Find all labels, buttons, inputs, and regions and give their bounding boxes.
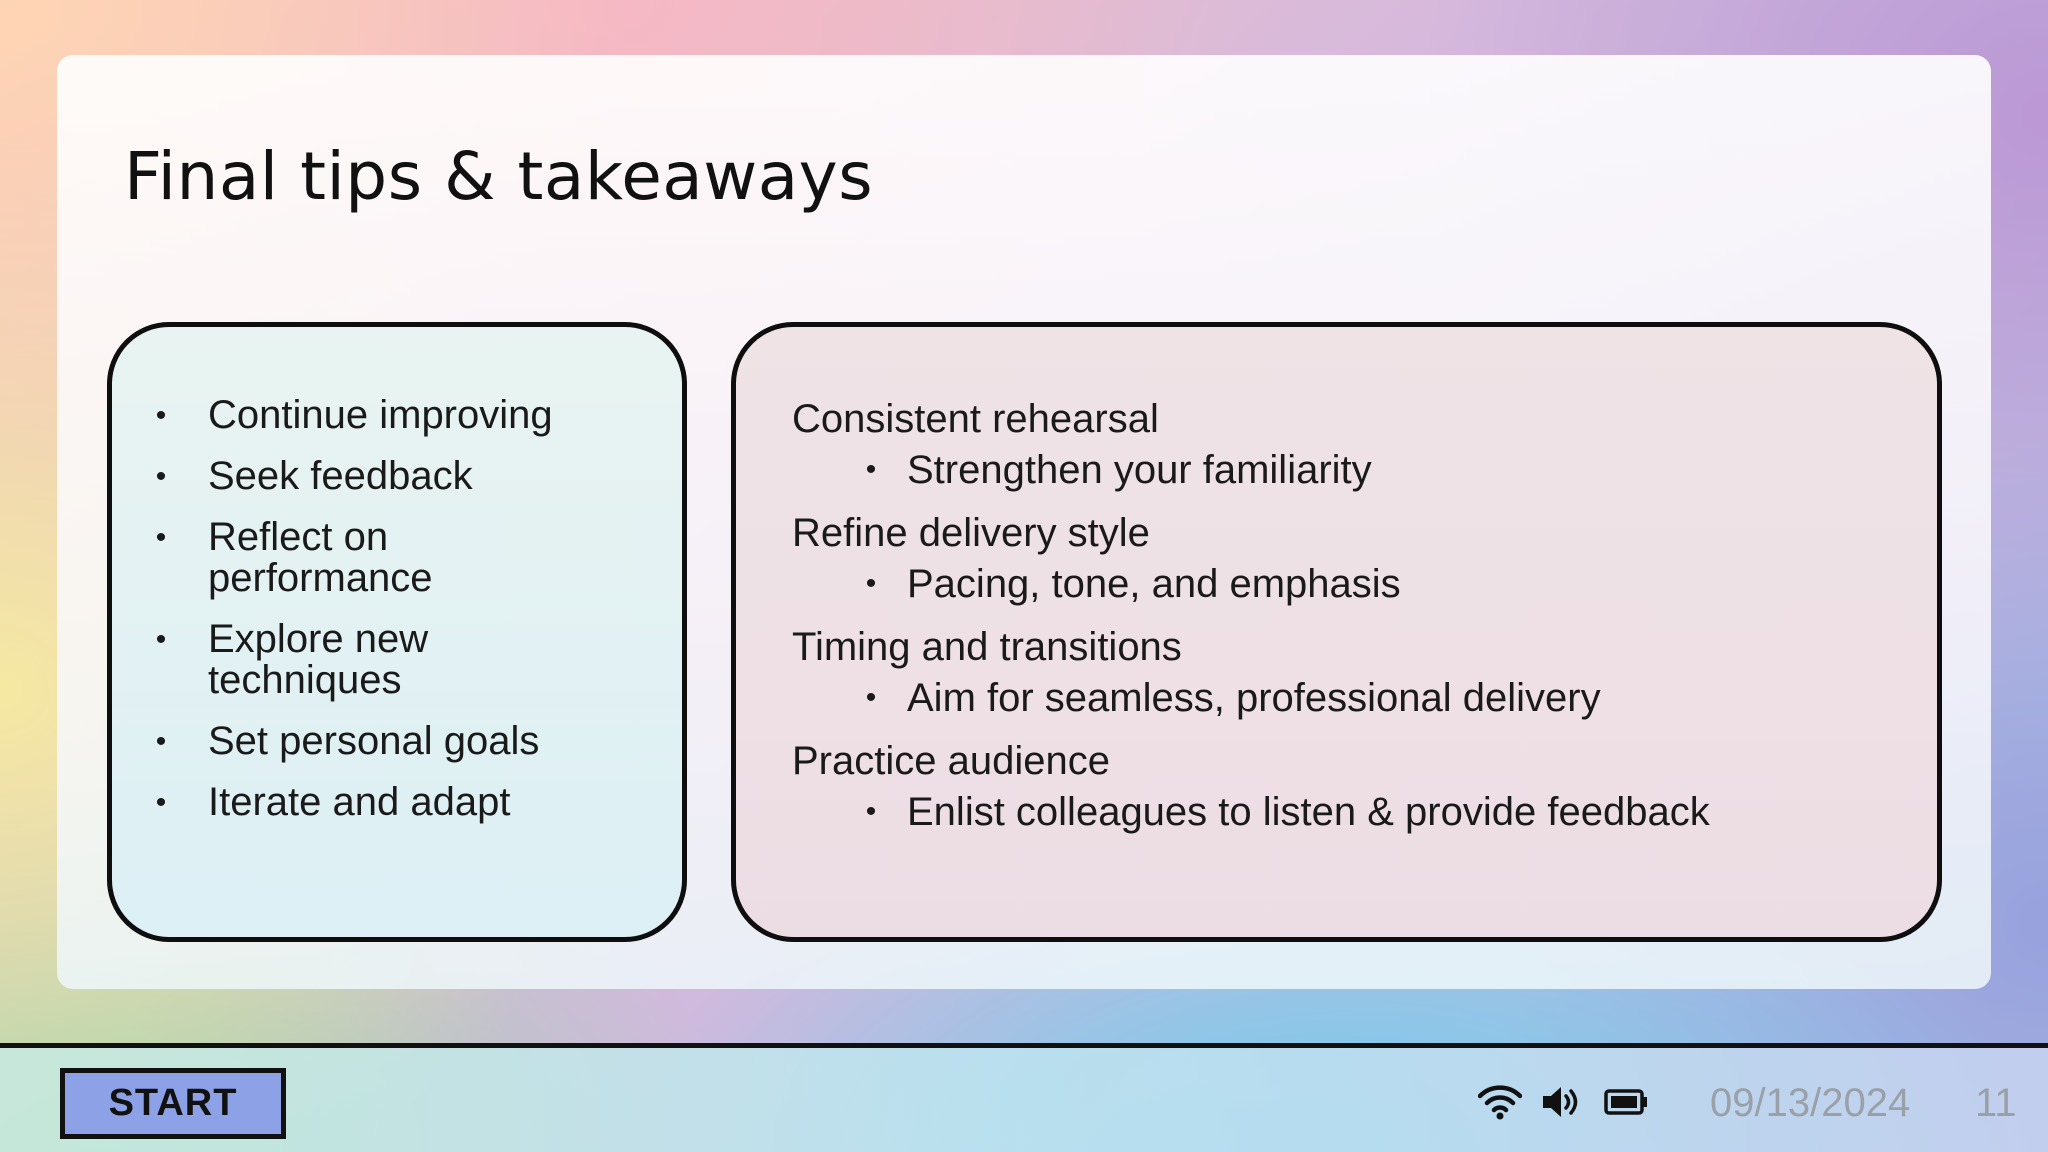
list-item-text-continued: performance (208, 556, 433, 600)
list-item-text: Continue improving (208, 393, 553, 437)
volume-icon[interactable] (1540, 1084, 1584, 1124)
topic-detail-text: Strengthen your familiarity (907, 448, 1372, 492)
topic-detail: • Pacing, tone, and emphasis (792, 561, 1892, 607)
topic-item: Refine delivery style • Pacing, tone, an… (792, 511, 1892, 607)
slide-title: Final tips & takeaways (124, 138, 874, 215)
bullet-icon: • (155, 623, 167, 656)
bullet-icon: • (865, 453, 877, 486)
topic-heading: Timing and transitions (792, 625, 1182, 669)
bullet-icon: • (155, 460, 167, 493)
topic-heading: Consistent rehearsal (792, 397, 1159, 441)
takeaways-list: • Continue improving • Seek feedback • R… (154, 395, 654, 843)
list-item: • Seek feedback (154, 456, 654, 497)
list-item-text: Explore new (208, 617, 429, 661)
topic-detail: • Aim for seamless, professional deliver… (792, 675, 1892, 721)
list-item-text-continued: techniques (208, 658, 402, 702)
page-number: 11 (1975, 1081, 2017, 1125)
list-item: • Continue improving (154, 395, 654, 436)
battery-icon[interactable] (1604, 1088, 1648, 1120)
bullet-icon: • (865, 567, 877, 600)
start-button[interactable]: START (60, 1068, 286, 1139)
list-item: • Iterate and adapt (154, 782, 654, 823)
bullet-icon: • (155, 521, 167, 554)
bullet-icon: • (865, 795, 877, 828)
practice-panel: Consistent rehearsal • Strengthen your f… (731, 322, 1942, 942)
topic-item: Practice audience • Enlist colleagues to… (792, 739, 1892, 835)
bullet-icon: • (155, 786, 167, 819)
topic-detail: • Enlist colleagues to listen & provide … (792, 789, 1892, 835)
bullet-icon: • (155, 725, 167, 758)
wifi-icon[interactable] (1477, 1084, 1523, 1124)
list-item-text: Seek feedback (208, 454, 473, 498)
topic-heading: Refine delivery style (792, 511, 1150, 555)
bullet-icon: • (155, 399, 167, 432)
topic-detail: • Strengthen your familiarity (792, 447, 1892, 493)
topic-detail-text: Enlist colleagues to listen & provide fe… (907, 790, 1710, 834)
list-item: • Explore new techniques (154, 619, 654, 701)
date-label: 09/13/2024 (1710, 1081, 1911, 1125)
list-item-text: Iterate and adapt (208, 780, 511, 824)
list-item-text: Reflect on (208, 515, 389, 559)
list-item-text: Set personal goals (208, 719, 540, 763)
topic-detail-text: Aim for seamless, professional delivery (907, 676, 1601, 720)
topic-heading: Practice audience (792, 739, 1110, 783)
taskbar: START 09/13/2024 11 (0, 1043, 2048, 1152)
topic-item: Timing and transitions • Aim for seamles… (792, 625, 1892, 721)
topic-list: Consistent rehearsal • Strengthen your f… (792, 397, 1892, 853)
list-item: • Set personal goals (154, 721, 654, 762)
list-item: • Reflect on performance (154, 517, 654, 599)
topic-detail-text: Pacing, tone, and emphasis (907, 562, 1401, 606)
topic-item: Consistent rehearsal • Strengthen your f… (792, 397, 1892, 493)
takeaways-panel: • Continue improving • Seek feedback • R… (107, 322, 687, 942)
bullet-icon: • (865, 681, 877, 714)
